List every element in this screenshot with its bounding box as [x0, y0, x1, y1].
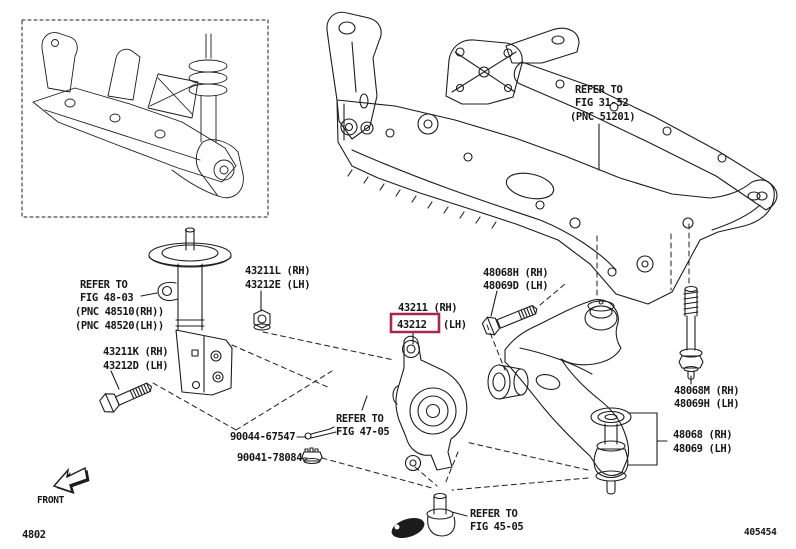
front-bushing [488, 365, 528, 399]
refer-fig-45-05: REFER TO FIG 45-05 [470, 508, 524, 533]
figure-code: 4802 [22, 529, 46, 541]
front-arrow-label: FRONT [37, 495, 65, 506]
label-43211L-lh: 43212E (LH) [245, 279, 310, 291]
label-43211L-rh: 43211L (RH) [245, 265, 310, 277]
refer-fig-47-05-line2: FIG 47-05 [336, 426, 389, 438]
refer-fig-48-03-line4: (PNC 48520(LH)) [75, 320, 164, 332]
image-code: 405454 [744, 527, 777, 538]
label-48068M: 48068M (RH) 48069H (LH) [674, 385, 740, 410]
refer-fig-31-52-line2: FIG 31-52 [575, 97, 628, 109]
assembly-dashed-lines [153, 224, 689, 490]
refer-fig-48-03-line1: REFER TO [80, 279, 127, 291]
refer-fig-31-52-line3: (PNC 51201) [570, 111, 635, 123]
strut-lower-bracket [176, 330, 232, 395]
lower-arm-bracket [628, 413, 657, 465]
label-48068: 48068 (RH) 48069 (LH) [673, 429, 733, 455]
front-arrow-shape [54, 468, 87, 492]
refer-fig-48-03: REFER TO FIG 48-03 (PNC 48510(RH)) (PNC … [75, 279, 164, 332]
front-direction-arrow: FRONT [37, 468, 90, 506]
label-48068H-lh: 48069D (LH) [483, 280, 548, 292]
tie-rod-end [391, 494, 455, 539]
refer-fig-45-05-line1: REFER TO [470, 508, 517, 520]
refer-fig-31-52: REFER TO FIG 31-52 (PNC 51201) [570, 84, 636, 123]
label-48068-lh: 48069 (LH) [673, 443, 732, 455]
label-43211-knuckle: 43211 (RH) 43212 (LH) [391, 302, 467, 332]
label-48068M-lh: 48069H (LH) [674, 398, 739, 410]
refer-fig-47-05: REFER TO FIG 47-05 [336, 413, 390, 438]
leader-lines [111, 124, 691, 516]
refer-fig-31-52-line1: REFER TO [575, 84, 622, 96]
steering-knuckle [393, 336, 467, 470]
label-48068M-rh: 48068M (RH) [674, 385, 739, 397]
inset-overview [22, 20, 268, 217]
refer-fig-48-03-line3: (PNC 48510(RH)) [75, 306, 164, 318]
strut-assembly [149, 228, 232, 395]
label-43211K: 43211K (RH) 43212D (LH) [103, 346, 169, 372]
cotter-pin [305, 427, 336, 439]
label-cotter-pin: 90044-67547 [230, 431, 295, 443]
label-48068-rh: 48068 (RH) [673, 429, 732, 441]
rear-bushing [585, 300, 617, 330]
tie-rod-tip [391, 517, 425, 539]
labels: REFER TO FIG 31-52 (PNC 51201) REFER TO … [75, 84, 740, 533]
castle-nut [302, 448, 322, 464]
label-43211-rh: 43211 (RH) [398, 302, 457, 314]
label-43211K-lh: 43212D (LH) [103, 360, 168, 372]
strut-mount-nut [254, 310, 270, 330]
label-48068H: 48068H (RH) 48069D (LH) [483, 267, 549, 292]
label-43212-lh-suffix: (LH) [443, 319, 467, 331]
highlight-box [391, 314, 439, 332]
refer-fig-47-05-line1: REFER TO [336, 413, 383, 425]
refer-fig-48-03-line2: FIG 48-03 [80, 292, 133, 304]
arm-rear-bolt [679, 287, 703, 380]
refer-fig-45-05-line2: FIG 45-05 [470, 521, 523, 533]
ball-joint [591, 408, 631, 494]
lower-control-arm [488, 300, 631, 494]
label-43212-code: 43212 [397, 319, 427, 331]
strut-mount-tab [158, 282, 178, 300]
label-43211K-rh: 43211K (RH) [103, 346, 168, 358]
spring-seat [149, 243, 231, 267]
label-48068H-rh: 48068H (RH) [483, 267, 548, 279]
label-castle-nut: 90041-78084 [237, 452, 302, 464]
label-43211L: 43211L (RH) 43212E (LH) [245, 265, 311, 291]
front-subframe-crossmember [327, 12, 777, 304]
inset-border [22, 20, 268, 217]
strut-bracket-bolt [98, 375, 155, 415]
arm-front-bolt [481, 299, 540, 338]
hub-bore [410, 388, 456, 434]
